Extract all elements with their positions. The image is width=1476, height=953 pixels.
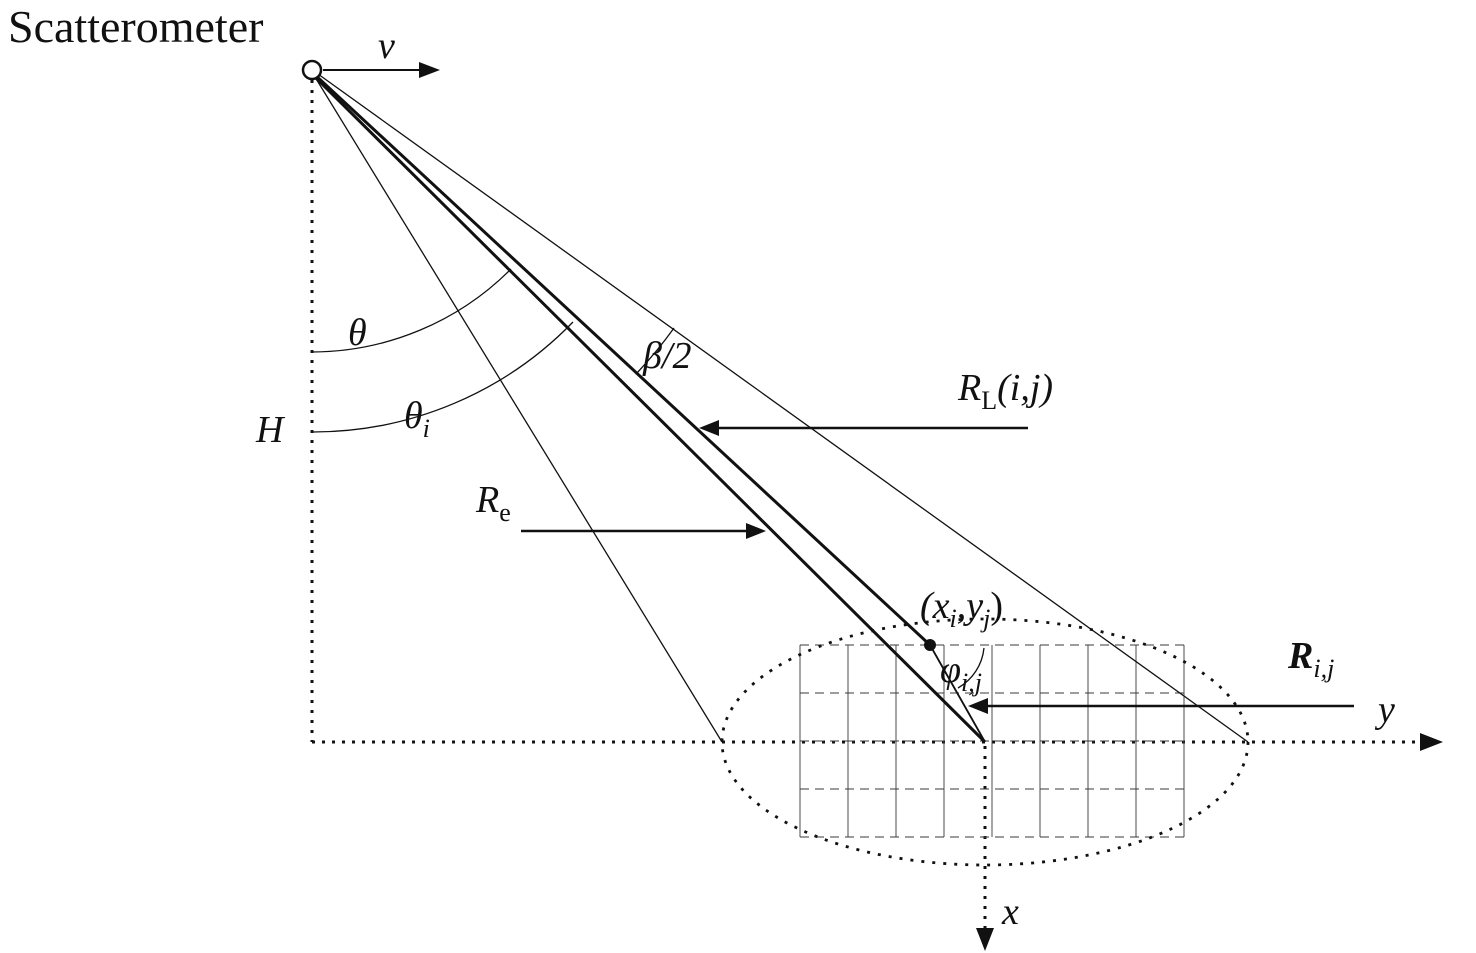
- ground-vector-Rij-line: [929, 644, 986, 743]
- label-slant-range-RL: RL(i,j): [957, 367, 1053, 415]
- label-slant-range-Re: Re: [475, 479, 511, 527]
- label-axis-y: y: [1374, 689, 1395, 731]
- grid-cell-point-marker: [924, 639, 936, 651]
- label-axis-x: x: [1001, 891, 1019, 933]
- x-axis-arrowhead-icon: [976, 928, 994, 951]
- y-axis-arrowhead-icon: [1420, 733, 1443, 751]
- theta-angle-arc: [311, 268, 512, 353]
- label-velocity: v: [378, 25, 395, 67]
- scatterometer-marker-icon: [301, 59, 323, 81]
- beam-edge-left-line: [314, 76, 723, 743]
- label-scatterometer: Scatterometer: [8, 1, 263, 52]
- phi-angle-arc: [957, 647, 985, 689]
- label-beta-half: β/2: [642, 335, 691, 377]
- label-phi: φi,j: [940, 649, 982, 697]
- label-ground-vector-Rij: Ri,j: [1287, 635, 1334, 683]
- slant-range-RL-line: [312, 72, 932, 647]
- label-theta: θ: [348, 312, 367, 354]
- rij-pointer-arrowhead-icon: [968, 698, 988, 714]
- slant-range-Re-line: [312, 74, 987, 744]
- theta-i-angle-arc: [311, 321, 574, 433]
- rl-pointer-arrowhead-icon: [699, 420, 719, 436]
- label-height: H: [255, 409, 286, 451]
- re-pointer-arrowhead-icon: [746, 523, 766, 539]
- velocity-arrowhead-icon: [419, 62, 440, 78]
- footprint-grid-vertical-lines: [799, 645, 1185, 837]
- label-grid-point: (xi,yj): [920, 585, 1003, 633]
- beta-half-angle-arc: [636, 327, 675, 374]
- beam-edge-right-line: [317, 73, 1249, 743]
- label-theta-i: θi: [404, 395, 430, 443]
